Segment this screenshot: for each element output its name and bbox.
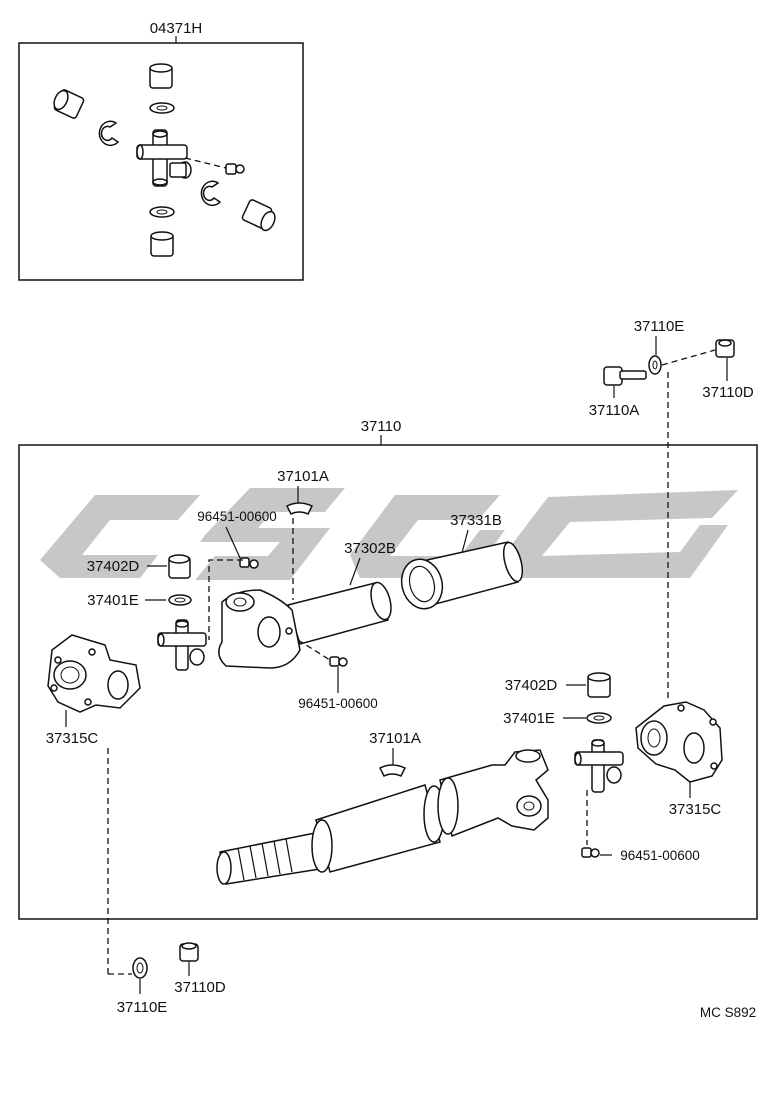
callout-cup-right: 37402D <box>505 677 558 694</box>
assembly-frame <box>18 444 758 920</box>
kit-cup-top <box>149 63 173 89</box>
callout-grease-mid: 96451-00600 <box>298 696 378 711</box>
bearing-upper <box>285 502 314 516</box>
kit-snap-ring-left <box>98 120 120 147</box>
nut-top <box>715 339 735 358</box>
snap-ring-left <box>168 594 192 606</box>
callout-bottom-37110e: 37110E <box>117 999 168 1016</box>
cup-left <box>168 554 191 579</box>
callout-bearing-lower: 37101A <box>369 730 421 747</box>
kit-snap-ring-right <box>200 180 222 207</box>
grease-fitting-mid <box>329 656 348 667</box>
snap-ring-right <box>586 712 612 724</box>
callout-snap-left: 37401E <box>87 592 139 609</box>
washer-bottom <box>132 957 148 979</box>
footer-code: MC S892 <box>700 1005 756 1020</box>
cup-right <box>587 672 611 698</box>
leader-tube <box>349 557 361 586</box>
dash-washer-nut <box>661 349 716 366</box>
callout-snap-right: 37401E <box>503 710 555 727</box>
kit-cup-left <box>53 89 85 119</box>
tube-cover <box>400 541 524 610</box>
kit-cup-bottom <box>150 231 174 257</box>
kit-cup-right <box>241 199 276 232</box>
flange-yoke-left <box>47 634 141 713</box>
callout-flange-right: 37315C <box>669 801 722 818</box>
washer-top <box>648 355 662 375</box>
dash-grease-mid <box>297 639 331 661</box>
slip-yoke-shaft <box>216 784 445 885</box>
kit-spider-cross <box>136 129 192 187</box>
callout-tube: 37302B <box>344 540 396 557</box>
callout-tube-cover: 37331B <box>450 512 502 529</box>
kit-box-frame <box>18 42 304 281</box>
callout-grease-upper: 96451-00600 <box>197 509 277 524</box>
bolt-top <box>603 366 647 386</box>
kit-snap-ring-top <box>149 102 175 114</box>
callout-flange-left: 37315C <box>46 730 99 747</box>
callout-top-37110d: 37110D <box>702 384 754 401</box>
nut-bottom <box>179 942 199 962</box>
dash-grease-upper <box>208 559 243 640</box>
assembly-label: 37110 <box>361 418 402 435</box>
leader-grease-upper <box>225 526 241 559</box>
watermark-logo <box>40 488 738 580</box>
kit-snap-ring-bottom <box>149 206 175 218</box>
callout-bottom-37110d: 37110D <box>174 979 226 996</box>
bearing-lower <box>378 764 407 778</box>
callout-cup-left: 37402D <box>87 558 140 575</box>
callout-top-37110a: 37110A <box>589 402 640 419</box>
callout-bearing-upper: 37101A <box>277 468 329 485</box>
grease-fitting-right <box>581 847 600 858</box>
callout-top-37110e: 37110E <box>634 318 685 335</box>
kit-box-label: 04371H <box>150 20 203 37</box>
grease-fitting-upper <box>239 557 259 569</box>
spider-left <box>157 619 207 671</box>
callout-grease-right: 96451-00600 <box>620 848 700 863</box>
kit-grease-fitting <box>225 163 245 175</box>
spider-right <box>574 739 624 793</box>
tube-yoke-lower <box>437 749 549 838</box>
shaft-tube-upper <box>287 581 392 645</box>
yoke-upper <box>218 589 301 669</box>
leader-tube-cover <box>461 529 469 554</box>
flange-yoke-right <box>635 701 723 783</box>
kit-grease-leader <box>184 157 227 169</box>
